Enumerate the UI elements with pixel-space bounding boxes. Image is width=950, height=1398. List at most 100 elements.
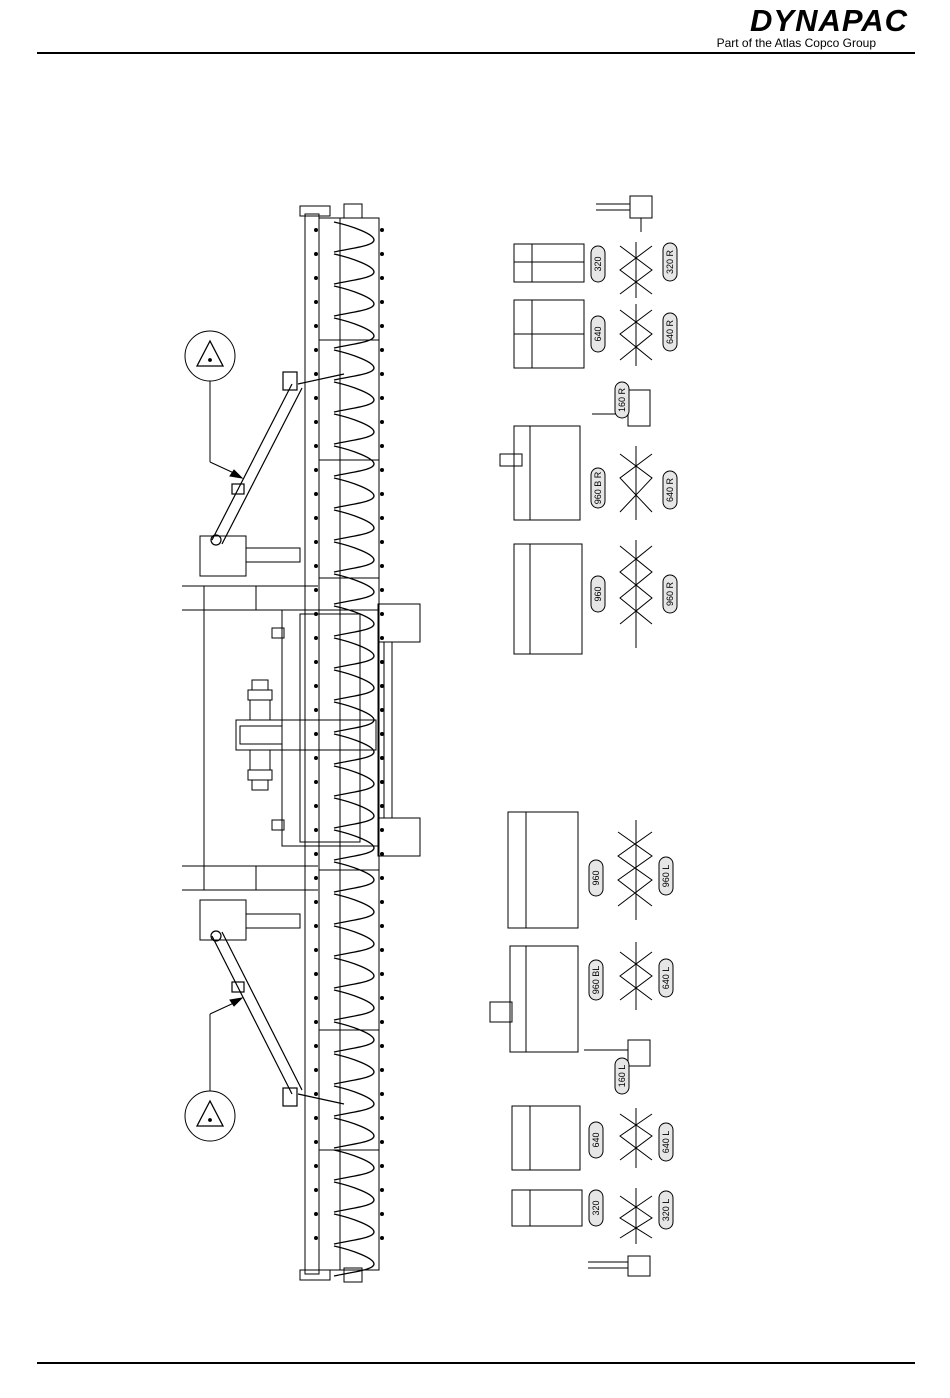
bolt <box>314 348 318 352</box>
part-label: 320 <box>589 1190 603 1226</box>
bolt <box>314 804 318 808</box>
part-label: 320 <box>591 246 605 282</box>
bolt <box>380 732 384 736</box>
screed-frame <box>300 204 379 1282</box>
bolt <box>380 756 384 760</box>
bolt <box>380 420 384 424</box>
bolt <box>314 1236 318 1240</box>
bolt <box>380 1212 384 1216</box>
extension-boxes-lower <box>490 812 582 1226</box>
bolt <box>380 1164 384 1168</box>
part-label-text: 160 R <box>617 387 627 412</box>
bolt <box>380 468 384 472</box>
part-label-text: 320 <box>591 1200 601 1215</box>
bolt <box>380 1020 384 1024</box>
part-label: 960 B R <box>591 468 605 508</box>
part-label: 160 L <box>615 1058 629 1094</box>
bolt <box>380 996 384 1000</box>
bolt <box>380 228 384 232</box>
bolt <box>314 1116 318 1120</box>
part-label-text: 320 <box>593 256 603 271</box>
bolt <box>380 780 384 784</box>
bolt <box>380 276 384 280</box>
bolt <box>314 708 318 712</box>
bolt <box>314 636 318 640</box>
bolt <box>314 540 318 544</box>
part-label-text: 640 <box>591 1132 601 1147</box>
bolt <box>380 492 384 496</box>
bolt <box>380 1044 384 1048</box>
bolt <box>314 1164 318 1168</box>
bolt <box>314 300 318 304</box>
bolt <box>380 972 384 976</box>
bolt <box>380 444 384 448</box>
bolt <box>380 1116 384 1120</box>
bolt <box>314 324 318 328</box>
bolt <box>380 1140 384 1144</box>
bolt <box>314 1068 318 1072</box>
part-label-text: 960 <box>593 586 603 601</box>
bolt <box>314 996 318 1000</box>
bolt <box>380 1188 384 1192</box>
bolt <box>380 948 384 952</box>
bolt <box>380 348 384 352</box>
bolt <box>314 1188 318 1192</box>
bolt <box>314 492 318 496</box>
bolt <box>314 1044 318 1048</box>
part-label-text: 960 BL <box>591 966 601 995</box>
bolt <box>314 948 318 952</box>
bolt <box>314 924 318 928</box>
bolt <box>380 876 384 880</box>
part-label: 640 <box>591 316 605 352</box>
bolt <box>380 396 384 400</box>
bolt <box>380 612 384 616</box>
bolt <box>314 276 318 280</box>
bolt <box>314 444 318 448</box>
bolt <box>380 636 384 640</box>
bolt <box>314 396 318 400</box>
part-label-text: 640 L <box>661 967 671 990</box>
part-label: 960 R <box>663 575 677 613</box>
bolt <box>380 1236 384 1240</box>
bolt <box>314 780 318 784</box>
part-label-text: 320 R <box>665 249 675 274</box>
bolt <box>380 324 384 328</box>
bolt <box>380 660 384 664</box>
part-label: 320 R <box>663 243 677 281</box>
part-label-text: 160 L <box>617 1065 627 1088</box>
bolt <box>380 588 384 592</box>
bolt <box>314 876 318 880</box>
bolt <box>314 564 318 568</box>
bolt <box>380 516 384 520</box>
part-label: 640 L <box>659 1123 673 1161</box>
part-label-text: 960 R <box>665 581 675 606</box>
bolt <box>380 1068 384 1072</box>
part-label-text: 640 R <box>665 319 675 344</box>
part-label-text: 320 L <box>661 1199 671 1222</box>
bolt <box>314 972 318 976</box>
part-label: 960 <box>589 860 603 896</box>
part-label: 640 R <box>663 471 677 509</box>
bolt <box>380 708 384 712</box>
frame-bolts <box>314 228 384 1240</box>
part-label-text: 960 <box>591 870 601 885</box>
bolt <box>380 372 384 376</box>
bolt <box>314 228 318 232</box>
bolt <box>314 732 318 736</box>
bolt <box>380 252 384 256</box>
bolt <box>314 660 318 664</box>
bolt <box>314 852 318 856</box>
bolt <box>380 540 384 544</box>
bolt <box>380 684 384 688</box>
bolt <box>314 372 318 376</box>
part-label-text: 640 R <box>665 477 675 502</box>
bolt <box>314 1212 318 1216</box>
part-label: 960 <box>591 576 605 612</box>
bolt <box>314 1020 318 1024</box>
extension-boxes-upper <box>500 244 584 654</box>
part-label-text: 640 <box>593 326 603 341</box>
part-label: 160 R <box>615 382 629 418</box>
tractor-center <box>236 604 420 856</box>
bolt <box>380 300 384 304</box>
